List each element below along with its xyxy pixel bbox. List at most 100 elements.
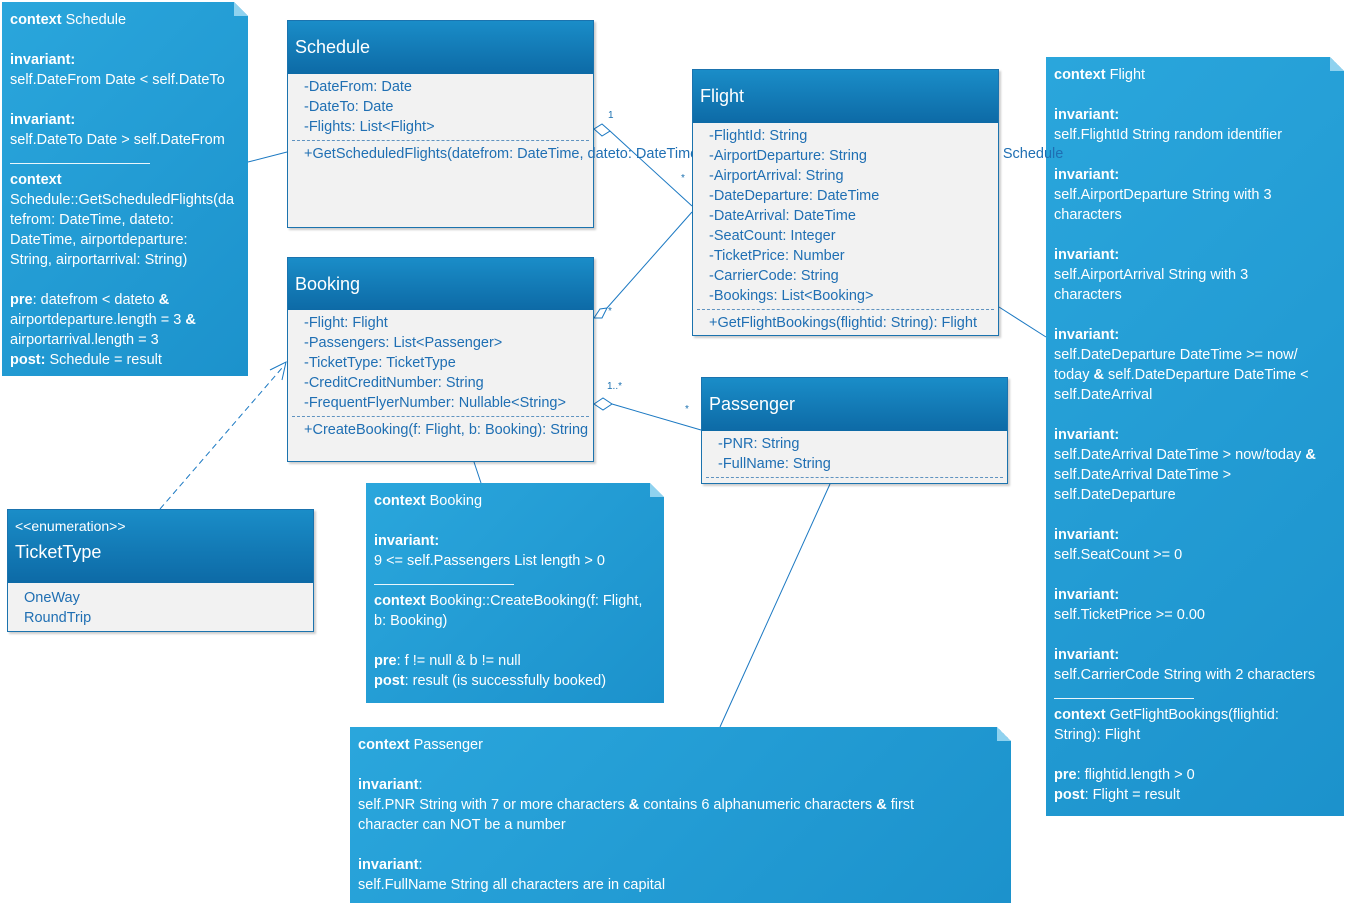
note-line: b: Booking) — [374, 613, 448, 629]
attributes-section: -FlightId: String-AirportDeparture: Stri… — [693, 123, 998, 309]
note-line: invariant: — [1054, 107, 1120, 123]
passenger-class[interactable]: Passenger -PNR: String-FullName: String — [701, 377, 1008, 484]
note-line — [1054, 85, 1336, 105]
note-line — [1054, 145, 1336, 165]
note-line: self.DateFrom Date < self.DateTo — [10, 72, 225, 88]
note-line: invariant: — [358, 857, 423, 873]
note-line — [1054, 625, 1336, 645]
note-line: invariant: — [374, 533, 440, 549]
note-line: invariant: — [1054, 247, 1120, 263]
note-line — [1054, 305, 1336, 325]
note-line — [358, 835, 1003, 855]
member-row: -CarrierCode: String — [709, 268, 839, 284]
anchor-schedule-note — [247, 151, 288, 163]
schedule-ocl-note: context Schedule invariant: self.DateFrom … — [2, 2, 248, 376]
note-line: String, airportarrival: String) — [10, 252, 188, 268]
note-line — [358, 755, 1003, 775]
member-row: -TicketPrice: Number — [709, 248, 845, 264]
note-line: context GetFlightBookings(flightid: — [1054, 707, 1279, 723]
note-line — [374, 631, 656, 651]
member-row: +GetFlightBookings(flightid: String): Fl… — [709, 315, 977, 331]
note-line: DateTime, airportdeparture: — [10, 232, 188, 248]
dependency-arrowhead — [269, 361, 287, 381]
note-line: invariant: — [1054, 167, 1120, 183]
note-line — [1054, 565, 1336, 585]
note-line: invariant: — [358, 777, 423, 793]
assoc-booking-passenger — [611, 403, 702, 431]
note-divider-rule — [374, 571, 656, 591]
note-line — [1054, 745, 1336, 765]
note-line: self.DateDeparture — [1054, 487, 1176, 503]
note-line: self.DateTo Date > self.DateFrom — [10, 132, 225, 148]
member-row: +CreateBooking(f: Flight, b: Booking): S… — [304, 422, 589, 438]
member-row: -DateArrival: DateTime — [709, 208, 856, 224]
note-line — [10, 270, 240, 290]
note-line: airportarrival.length = 3 — [10, 332, 159, 348]
member-row: -FrequentFlyerNumber: Nullable<String> — [304, 395, 566, 411]
note-line: character can NOT be a number — [358, 817, 566, 833]
anchor-flight-note — [998, 306, 1047, 338]
section-divider — [292, 416, 589, 417]
note-line: characters — [1054, 207, 1122, 223]
note-line — [10, 30, 240, 50]
flight-class[interactable]: Flight -FlightId: String-AirportDepartur… — [692, 69, 999, 336]
schedule-class[interactable]: Schedule -DateFrom: Date-DateTo: Date-Fl… — [287, 20, 1063, 228]
member-row: -Passengers: List<Passenger> — [304, 335, 503, 351]
note-line: invariant: — [1054, 327, 1120, 343]
class-name: Flight — [693, 70, 998, 123]
aggregation-diamond-booking-passenger — [593, 397, 613, 411]
note-line: 9 <= self.Passengers List length > 0 — [374, 553, 605, 569]
class-name: Schedule — [288, 21, 593, 74]
operations-section: +GetScheduledFlights(datefrom: DateTime,… — [288, 141, 1063, 167]
anchor-booking-note — [473, 461, 482, 484]
mult-schedule-flight-dst: * — [681, 173, 685, 184]
note-line: self.SeatCount >= 0 — [1054, 547, 1183, 563]
member-row: -FullName: String — [718, 456, 831, 472]
note-line: post: Flight = result — [1054, 787, 1181, 803]
note-line: context Schedule — [10, 12, 127, 28]
class-name: TicketType — [15, 542, 102, 562]
section-divider — [292, 140, 589, 141]
note-line — [10, 90, 240, 110]
note-line: context Flight — [1054, 67, 1146, 83]
booking-class[interactable]: Booking -Flight: Flight -Passengers: List… — [287, 257, 594, 462]
note-line: post: result (is successfully booked) — [374, 673, 607, 689]
note-line: invariant: — [10, 52, 76, 68]
note-line: self.DateArrival DateTime > now/today & — [1054, 447, 1316, 463]
member-row: -Flight: Flight — [304, 315, 388, 331]
note-line: self.AirportArrival String with 3 — [1054, 267, 1249, 283]
note-line: context — [10, 172, 62, 188]
member-row: -AirportArrival: String — [709, 168, 844, 184]
note-line: self.DateArrival DateTime > — [1054, 467, 1232, 483]
note-line: post: Schedule = result — [10, 352, 162, 368]
note-line — [1054, 225, 1336, 245]
mult-booking-passenger-dst: * — [685, 404, 689, 415]
note-line: pre: flightid.length > 0 — [1054, 767, 1195, 783]
class-name: Passenger — [702, 378, 1007, 431]
mult-booking-passenger-src: 1..* — [607, 381, 623, 392]
note-line: self.CarrierCode String with 2 character… — [1054, 667, 1316, 683]
note-line: invariant: — [1054, 427, 1120, 443]
note-line: invariant: — [1054, 587, 1120, 603]
anchor-passenger-note — [719, 483, 831, 728]
assoc-booking-flight — [606, 211, 693, 309]
member-row: RoundTrip — [24, 610, 92, 626]
attributes-section: -PNR: String-FullName: String — [702, 431, 1007, 477]
member-row: -FlightId: String — [709, 128, 808, 144]
section-divider — [697, 309, 994, 310]
aggregation-diamond-schedule — [593, 123, 611, 137]
class-name: Booking — [288, 258, 593, 310]
stereotype-label: <<enumeration>> — [15, 518, 126, 534]
note-line: context Passenger — [358, 737, 483, 753]
note-line — [1054, 405, 1336, 425]
note-divider-rule — [10, 150, 240, 170]
member-row: -TicketType: TicketType — [304, 355, 456, 371]
note-line: today & self.DateDeparture DateTime < — [1054, 367, 1309, 383]
note-line: self.TicketPrice >= 0.00 — [1054, 607, 1205, 623]
note-line: airportdeparture.length = 3 & — [10, 312, 196, 328]
member-row: -CreditCreditNumber: String — [304, 375, 484, 391]
note-line: self.AirportDeparture String with 3 — [1054, 187, 1272, 203]
note-line: pre: datefrom < dateto & — [10, 292, 170, 308]
